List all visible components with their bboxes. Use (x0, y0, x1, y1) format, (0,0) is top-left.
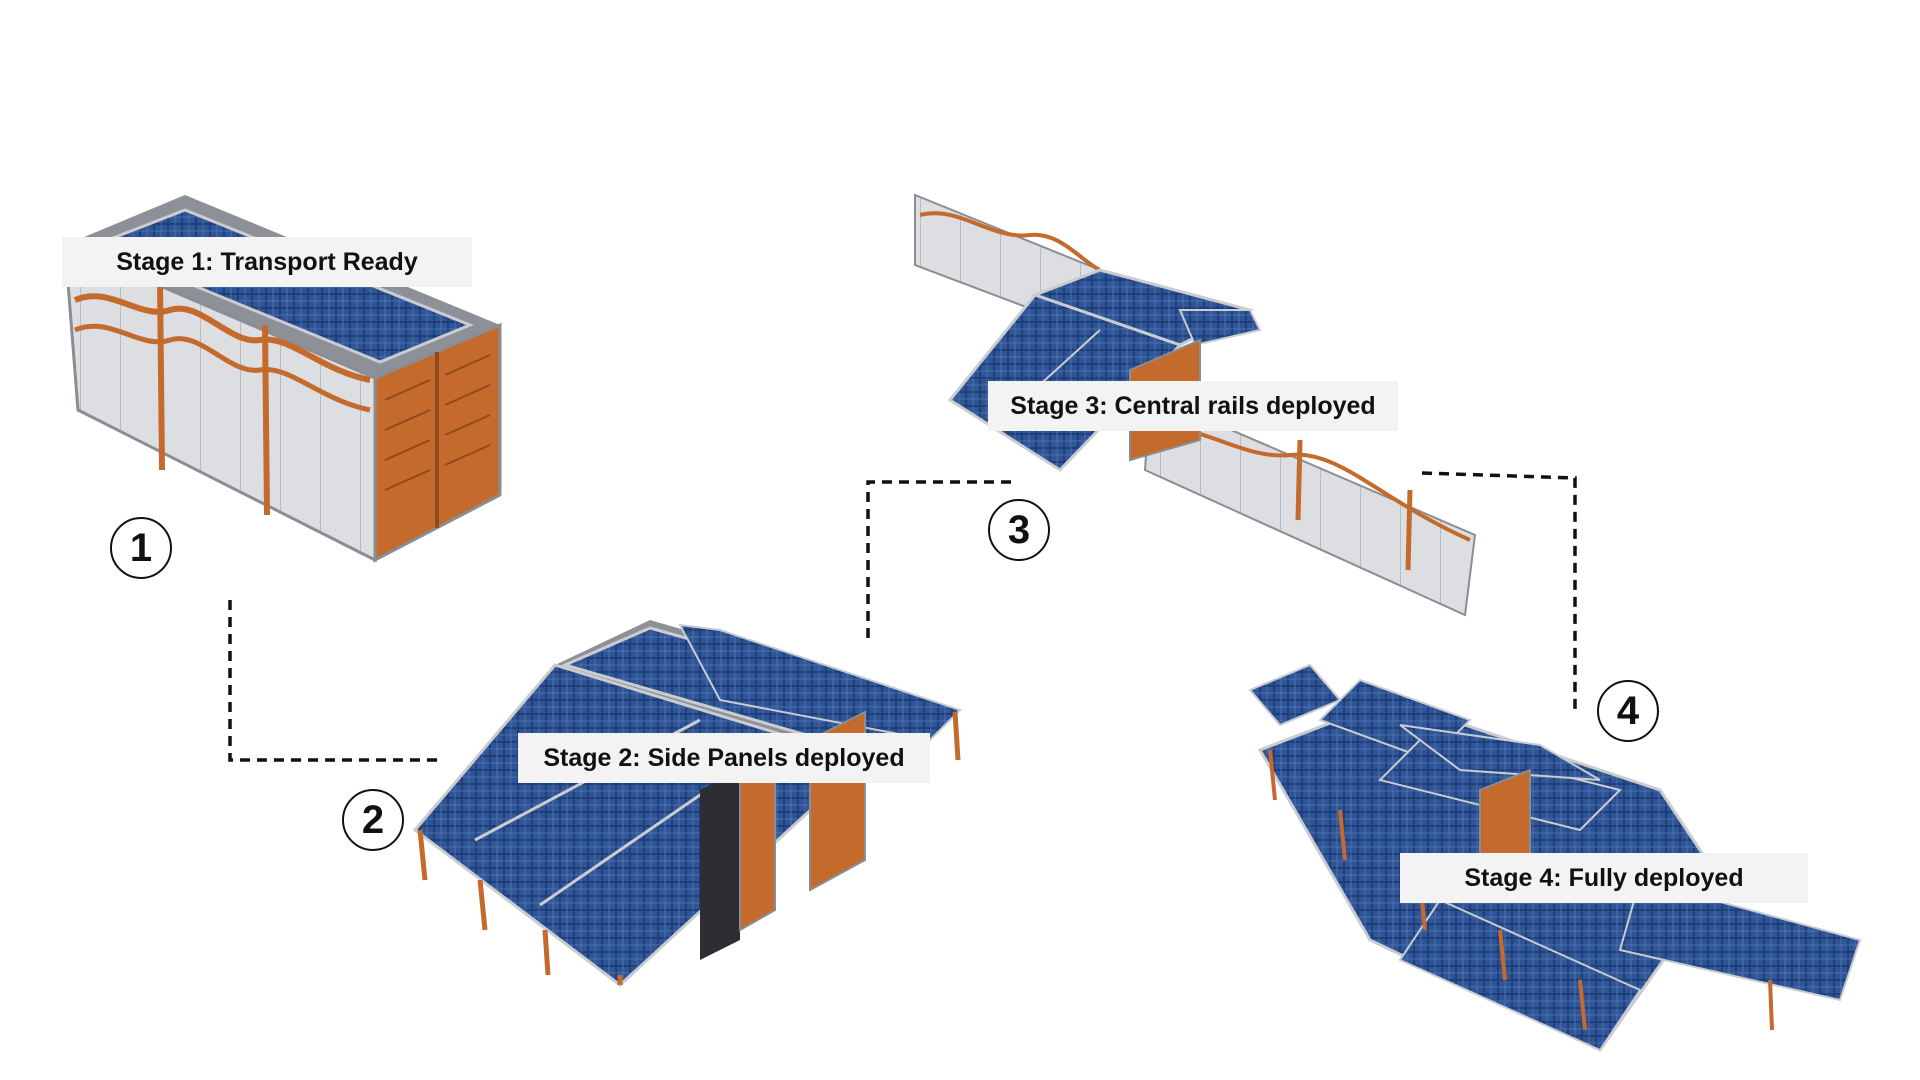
step-1-marker: 1 (110, 517, 172, 579)
stage-4-label: Stage 4: Fully deployed (1400, 853, 1808, 903)
step-3-marker: 3 (988, 499, 1050, 561)
stage-2-container-illustration (412, 620, 962, 987)
stage-1-label: Stage 1: Transport Ready (62, 237, 472, 287)
stage-3-label: Stage 3: Central rails deployed (988, 381, 1398, 431)
connector-1-to-2 (228, 600, 440, 762)
stage-2-label: Stage 2: Side Panels deployed (518, 733, 930, 783)
stage-3-container-illustration (914, 193, 1477, 617)
step-2-marker: 2 (342, 789, 404, 851)
stage-4-container-illustration (1248, 663, 1862, 1052)
connectors (228, 471, 1577, 762)
connector-3-to-4 (1421, 471, 1577, 712)
connector-2-to-3 (866, 480, 1018, 638)
step-4-marker: 4 (1597, 680, 1659, 742)
